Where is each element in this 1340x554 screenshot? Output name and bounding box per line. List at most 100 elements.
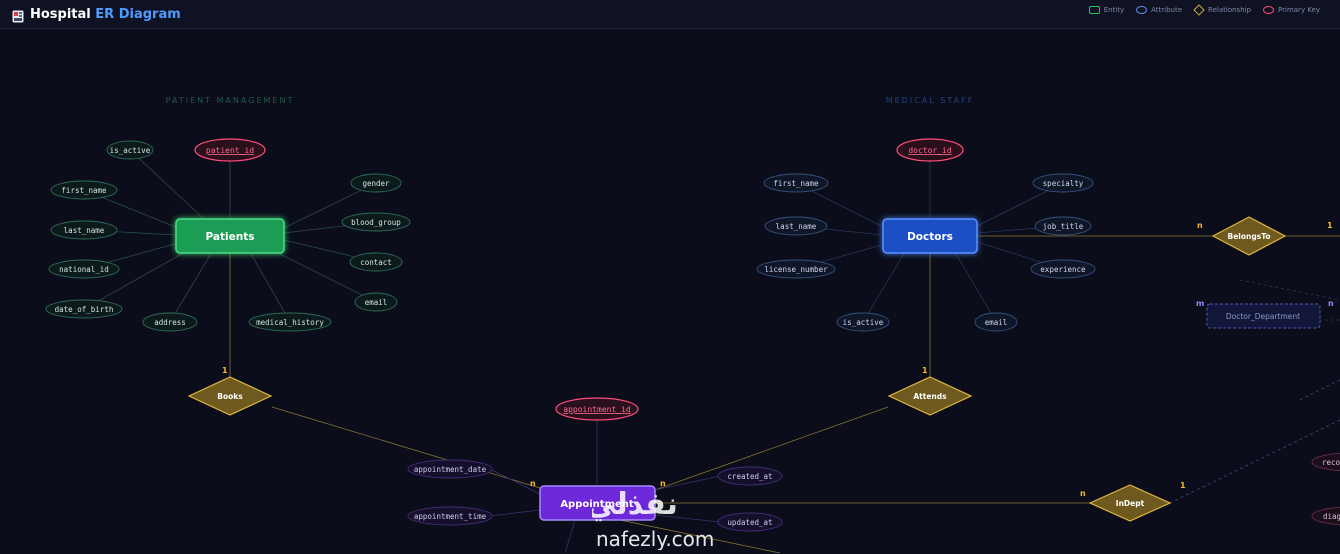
legend-primary-key: Primary Key <box>1263 6 1320 14</box>
legend: Entity Attribute Relationship Primary Ke… <box>1088 4 1320 16</box>
attribute-blood-group[interactable]: blood_group <box>341 212 411 232</box>
entity-doctors[interactable]: Doctors <box>882 218 978 254</box>
attribute-appointment-date[interactable]: appointment_date <box>407 459 493 479</box>
attribute-created-at[interactable]: created_at <box>717 466 783 486</box>
specialty-label: specialty <box>1043 179 1084 188</box>
attribute-doctor-id[interactable]: doctor_id <box>896 138 964 162</box>
attribute-email-doctor[interactable]: email <box>974 312 1018 332</box>
attribute-national-id[interactable]: national_id <box>48 259 120 279</box>
updated-at-label: updated_at <box>727 518 772 527</box>
first-name-doctor-label: first_name <box>773 179 819 188</box>
legend-attribute: Attribute <box>1136 6 1182 14</box>
last-name-doctor-label: last_name <box>776 222 817 231</box>
reco-label: reco <box>1322 458 1340 467</box>
is-active-doctor-label: is_active <box>843 318 884 327</box>
appointment-id-label: appointment_id <box>563 405 631 414</box>
er-canvas[interactable]: PATIENT MANAGEMENT MEDICAL STAFF <box>0 29 1340 553</box>
doctor-id-label: doctor_id <box>908 146 952 155</box>
primary-key-swatch-icon <box>1263 6 1275 14</box>
appointment-date-label: appointment_date <box>414 465 487 474</box>
belongs-to-label: BelongsTo <box>1228 232 1271 241</box>
appointment-label: Appointment <box>560 499 634 510</box>
watermark: نفذلي nafezly.com <box>586 480 752 551</box>
attribute-first-name-patient[interactable]: first_name <box>50 180 118 200</box>
date-of-birth-label: date_of_birth <box>55 305 114 314</box>
doctor-department-label: Doctor_Department <box>1226 312 1300 321</box>
job-title-label: job_title <box>1043 222 1084 231</box>
in-dept-label: InDept <box>1116 499 1145 508</box>
attribute-updated-at[interactable]: updated_at <box>717 512 783 532</box>
experience-label: experience <box>1040 265 1086 274</box>
watermark-latin: nafezly.com <box>596 527 714 550</box>
attribute-last-name-doctor[interactable]: last_name <box>764 216 828 236</box>
cardinality-attends-doctor: 1 <box>922 366 928 375</box>
email-doctor-label: email <box>985 318 1008 327</box>
cardinality-belongs-1: 1 <box>1327 221 1333 230</box>
attribute-is-active-patient[interactable]: is_active <box>106 140 154 160</box>
attribute-last-name-patient[interactable]: last_name <box>50 220 118 240</box>
entity-swatch-icon <box>1088 6 1100 14</box>
cardinality-belongs-n: n <box>1197 221 1203 230</box>
appointment-time-label: appointment_time <box>414 512 487 521</box>
cardinality-attends-appointment: n <box>660 479 666 488</box>
dept-link <box>1239 279 1340 301</box>
doctors-label: Doctors <box>907 231 953 243</box>
relationship-links <box>229 235 1340 553</box>
attribute-email-patient[interactable]: email <box>354 292 398 312</box>
attribute-reco-partial[interactable]: reco <box>1311 452 1340 472</box>
relationship-attends[interactable]: Attends <box>887 376 973 416</box>
license-number-label: license_number <box>764 265 828 274</box>
cardinality-indept-n: n <box>1080 489 1086 498</box>
cardinality-dd-n: n <box>1328 299 1334 308</box>
attribute-address[interactable]: address <box>142 312 198 332</box>
patients-label: Patients <box>206 231 255 243</box>
attribute-job-title[interactable]: job_title <box>1034 216 1092 236</box>
attribute-diag-partial[interactable]: diag <box>1311 506 1340 526</box>
watermark-arabic: نفذلي <box>592 487 678 522</box>
contact-label: contact <box>360 258 392 267</box>
attribute-swatch-icon <box>1136 6 1148 14</box>
attribute-specialty[interactable]: specialty <box>1032 173 1094 193</box>
appointment-attribute-links <box>489 420 721 553</box>
relationship-books[interactable]: Books <box>187 376 273 416</box>
attribute-experience[interactable]: experience <box>1030 259 1096 279</box>
cardinality-books-appointment: n <box>530 479 536 488</box>
entity-appointment[interactable]: Appointment <box>539 485 656 521</box>
patient-id-label: patient_id <box>206 146 254 155</box>
cardinality-books-patient: 1 <box>222 366 228 375</box>
attribute-patient-id[interactable]: patient_id <box>194 138 266 162</box>
attribute-date-of-birth[interactable]: date_of_birth <box>45 299 123 319</box>
first-name-patient-label: first_name <box>61 186 107 195</box>
last-name-patient-label: last_name <box>64 226 105 235</box>
attribute-medical-history[interactable]: medical_history <box>248 312 332 332</box>
top-bar: Hospital ER Diagram Entity Attribute Rel… <box>0 0 1340 29</box>
relationship-belongs-to[interactable]: BelongsTo <box>1211 216 1287 256</box>
attribute-contact[interactable]: contact <box>349 252 403 272</box>
section-medical-staff: MEDICAL STAFF <box>886 96 975 105</box>
brand: Hospital ER Diagram <box>12 4 181 24</box>
cardinality-indept-1: 1 <box>1180 481 1186 490</box>
relationship-in-dept[interactable]: InDept <box>1088 484 1172 522</box>
entity-doctor-department[interactable]: Doctor_Department <box>1206 303 1321 329</box>
attribute-is-active-doctor[interactable]: is_active <box>836 312 890 332</box>
address-label: address <box>154 318 186 327</box>
is-active-patient-label: is_active <box>110 146 151 155</box>
page-title: Hospital ER Diagram <box>30 6 181 22</box>
attribute-appointment-id[interactable]: appointment_id <box>555 397 639 421</box>
created-at-label: created_at <box>727 472 772 481</box>
books-label: Books <box>217 392 243 401</box>
gender-label: gender <box>362 179 390 188</box>
attribute-appointment-time[interactable]: appointment_time <box>407 506 493 526</box>
attribute-first-name-doctor[interactable]: first_name <box>763 173 829 193</box>
attribute-gender[interactable]: gender <box>350 173 402 193</box>
dept-link-3 <box>1299 379 1340 401</box>
entity-patients[interactable]: Patients <box>175 218 285 254</box>
relationship-swatch-icon <box>1193 4 1205 16</box>
legend-entity: Entity <box>1088 6 1124 14</box>
blood-group-label: blood_group <box>351 218 401 227</box>
diag-label: diag <box>1323 512 1340 521</box>
hospital-icon <box>12 8 24 22</box>
legend-relationship: Relationship <box>1193 4 1251 16</box>
attribute-license-number[interactable]: license_number <box>756 259 836 279</box>
attends-label: Attends <box>913 392 947 401</box>
